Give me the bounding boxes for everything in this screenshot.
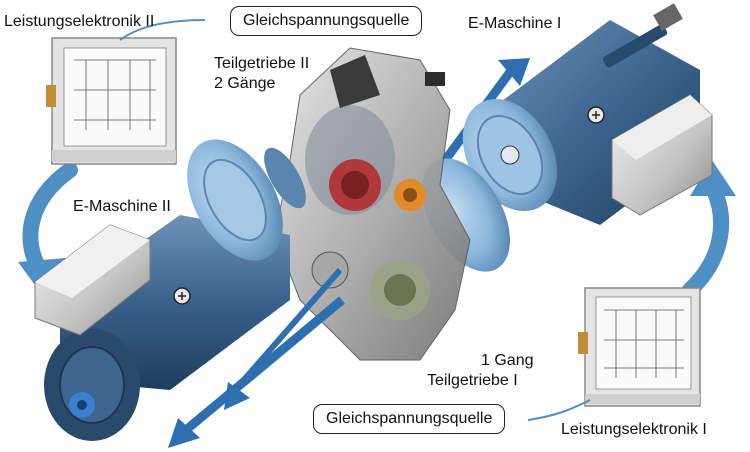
label-teilgetriebe-2: Teilgetriebe II <box>214 55 310 72</box>
shaft-arrow-bottom-right <box>224 268 343 410</box>
shaft-arrow-lower <box>168 296 345 448</box>
terminal-box-1 <box>611 94 713 216</box>
label-e-maschine-1: E-Maschine I <box>468 15 562 32</box>
power-electronics-module-2 <box>46 37 177 165</box>
power-electronics-module-1 <box>578 287 701 407</box>
box-gleichspannungsquelle-bottom: Gleichspannungsquelle <box>313 404 506 434</box>
e-maschine-2 <box>44 139 306 441</box>
label-leistungselektronik-2: Leistungselektronik II <box>4 13 155 30</box>
label-leistungselektronik-1: Leistungselektronik I <box>561 421 707 438</box>
label-e-maschine-2: E-Maschine II <box>73 198 171 215</box>
curved-arrow-right <box>682 160 736 298</box>
connector-top <box>119 19 206 41</box>
label-teilgetriebe-1: Teilgetriebe I <box>427 372 518 389</box>
label-2-gaenge: 2 Gänge <box>214 75 276 92</box>
gearbox-housing <box>274 47 471 361</box>
connector-bottom <box>527 399 591 421</box>
box-gleichspannungsquelle-top: Gleichspannungsquelle <box>230 6 423 36</box>
terminal-box-2 <box>34 224 151 336</box>
label-1-gang: 1 Gang <box>481 352 534 369</box>
